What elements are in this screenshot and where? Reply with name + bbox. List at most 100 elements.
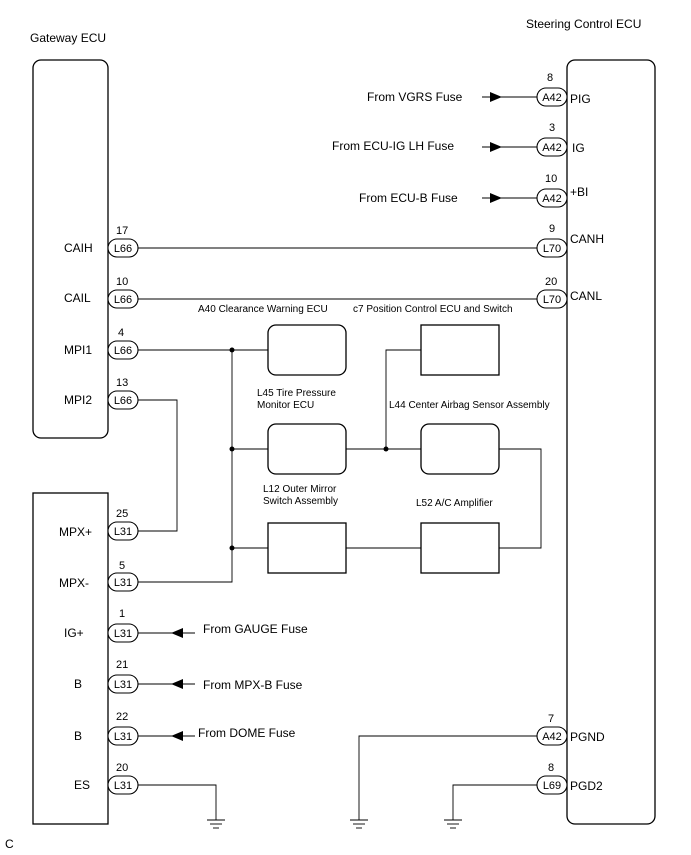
- connector-label: L66: [114, 243, 132, 255]
- pin-number: 22: [116, 711, 128, 723]
- signal-b: B: [74, 729, 82, 743]
- mpx-b-circuit: 21 B L31 From MPX-B Fuse: [74, 659, 303, 694]
- l12-outer-mirror-switch-assembly: [267, 423, 347, 475]
- c7-position-control-ecu-label: c7 Position Control ECU and Switch: [353, 304, 513, 315]
- ground-icon: [350, 819, 368, 829]
- mpx-plus-line: 25 MPX+ L31: [59, 508, 139, 541]
- signal-b: B: [74, 677, 82, 691]
- pin-number: 20: [545, 276, 557, 288]
- signal-pgd2: PGD2: [570, 779, 603, 793]
- connector-label: L31: [114, 577, 132, 589]
- signal-pgnd: PGND: [570, 730, 605, 744]
- signal-mpx-minus: MPX-: [59, 576, 89, 590]
- arrow-icon: [490, 142, 502, 152]
- l45-label-line1: L45 Tire Pressure: [257, 388, 336, 399]
- l45-tire-pressure-monitor-ecu: [267, 324, 347, 376]
- pin-number: 9: [549, 223, 555, 235]
- from-ecu-b-fuse-label: From ECU-B Fuse: [359, 191, 458, 205]
- arrow-icon: [490, 92, 502, 102]
- connector-label: A42: [542, 731, 562, 743]
- ground-icon: [444, 819, 462, 829]
- c7-position-control-ecu-box: [420, 522, 500, 574]
- connector-label: L31: [114, 731, 132, 743]
- connector-label: L66: [114, 395, 132, 407]
- arrow-icon: [171, 731, 183, 741]
- a40-clearance-warning-ecu-box: [267, 522, 347, 574]
- pin-number: 10: [116, 276, 128, 288]
- pin-number: 7: [548, 713, 554, 725]
- signal-pig: PIG: [570, 92, 591, 106]
- steering-pig-circuit: From VGRS Fuse 8 A42 PIG: [367, 72, 591, 107]
- l45-label-line2: Monitor ECU: [257, 400, 314, 411]
- connector-label: L31: [114, 780, 132, 792]
- connector-label: L31: [114, 628, 132, 640]
- l12-label-line1: L12 Outer Mirror: [263, 484, 337, 495]
- pin-number: 20: [116, 762, 128, 774]
- gateway-ecu-title: Gateway ECU: [30, 31, 106, 45]
- connector-label: L31: [114, 526, 132, 538]
- ground-icon: [207, 819, 225, 829]
- l44-center-airbag-sensor-assembly: [420, 324, 500, 376]
- pgnd-ground-circuit: 7 A42 PGND: [350, 713, 605, 829]
- es-ground-circuit: 20 ES L31: [74, 762, 225, 829]
- l44-label: L44 Center Airbag Sensor Assembly: [389, 400, 550, 411]
- connector-label: L66: [114, 294, 132, 306]
- from-vgrs-fuse-label: From VGRS Fuse: [367, 90, 463, 104]
- connector-a42: [536, 87, 568, 107]
- connector-label: L70: [543, 294, 561, 306]
- diagram-code: C: [5, 837, 14, 851]
- arrow-icon: [171, 628, 183, 638]
- connector-l70: [536, 289, 568, 309]
- signal-bi: +BI: [570, 185, 588, 199]
- connector-label: A42: [542, 142, 562, 154]
- pgd2-ground-circuit: 8 L69 PGD2: [444, 762, 603, 829]
- connector-label: A42: [542, 193, 562, 205]
- signal-canh: CANH: [570, 232, 604, 246]
- pin-number: 21: [116, 659, 128, 671]
- steering-ig-circuit: From ECU-IG LH Fuse 3 A42 IG: [332, 122, 585, 157]
- l12-label-line2: Switch Assembly: [263, 496, 338, 507]
- can-high-line: 17 CAIH L66 9 L70 CANH: [64, 223, 604, 258]
- pin-number: 5: [119, 560, 125, 572]
- pin-number: 13: [116, 377, 128, 389]
- pin-number: 1: [119, 608, 125, 620]
- connector-l70: [536, 238, 568, 258]
- connector-l31: [107, 521, 139, 541]
- connector-a42: [536, 188, 568, 208]
- steering-control-ecu-box: [566, 59, 656, 825]
- signal-caih: CAIH: [64, 241, 93, 255]
- arrow-icon: [490, 193, 502, 203]
- from-gauge-fuse-label: From GAUGE Fuse: [203, 622, 308, 636]
- from-ecu-ig-lh-fuse-label: From ECU-IG LH Fuse: [332, 139, 454, 153]
- signal-ig-plus: IG+: [64, 626, 84, 640]
- signal-es: ES: [74, 778, 90, 792]
- lower-ecu-box: [32, 492, 109, 825]
- signal-mpi1: MPI1: [64, 343, 92, 357]
- connector-label: A42: [542, 92, 562, 104]
- steering-bi-circuit: From ECU-B Fuse 10 A42 +BI: [359, 173, 588, 208]
- mpi2-line: 13 MPI2 L66: [64, 377, 178, 532]
- signal-ig: IG: [572, 141, 585, 155]
- can-low-line: 10 CAIL L66 20 L70 CANL: [64, 276, 602, 309]
- dome-circuit: 22 B L31 From DOME Fuse: [74, 711, 296, 746]
- ig-plus-circuit: 1 IG+ L31 From GAUGE Fuse: [64, 608, 308, 643]
- splice-point: [229, 347, 235, 353]
- l52-ac-amplifier: [420, 423, 500, 475]
- signal-cail: CAIL: [64, 291, 91, 305]
- connector-label: L70: [543, 243, 561, 255]
- steering-control-ecu-title: Steering Control ECU: [526, 17, 641, 31]
- l52-label: L52 A/C Amplifier: [416, 498, 493, 509]
- signal-mpx-plus: MPX+: [59, 525, 92, 539]
- arrow-icon: [171, 679, 183, 689]
- signal-mpi2: MPI2: [64, 393, 92, 407]
- from-mpx-b-fuse-label: From MPX-B Fuse: [203, 678, 303, 692]
- connector-a42: [536, 137, 568, 157]
- pin-number: 25: [116, 508, 128, 520]
- from-dome-fuse-label: From DOME Fuse: [198, 726, 296, 740]
- mpx-minus-line: 5 MPX- L31: [59, 350, 233, 592]
- pin-number: 8: [547, 72, 553, 84]
- a40-clearance-warning-ecu-label: A40 Clearance Warning ECU: [198, 304, 328, 315]
- pin-number: 10: [545, 173, 557, 185]
- pin-number: 17: [116, 225, 128, 237]
